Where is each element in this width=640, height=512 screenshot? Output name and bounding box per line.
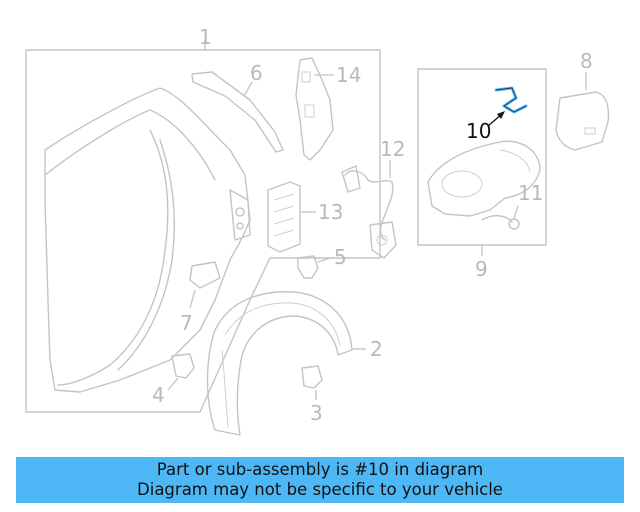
panel-hole [235,207,245,217]
callout-13: 13 [318,200,343,224]
quarter-panel-group [25,40,381,413]
quarter-panel-crease [44,109,216,181]
callout-8: 8 [580,49,593,73]
part-12-actuator [341,160,397,259]
part-4-clip [167,353,195,391]
callout-6: 6 [250,61,263,85]
fuel-door-group [417,68,547,256]
quarter-panel [44,87,251,393]
callout-1: 1 [199,25,212,49]
bracket-slot [304,104,315,118]
callout-3: 3 [310,401,323,425]
taillamp-opening [229,189,251,241]
part-8-fuel-door [555,72,610,151]
part-14-bracket [295,57,334,161]
part-info-banner: Part or sub-assembly is #10 in diagram D… [16,457,624,503]
parts-diagram: 1 2 3 4 5 6 7 8 9 10 11 12 13 14 [25,25,610,436]
part-3-screw [301,365,323,400]
callout-5: 5 [334,245,347,269]
callout-12: 12 [380,137,405,161]
callout-7: 7 [180,311,193,335]
callout-2: 2 [370,337,383,361]
callout-10: 10 [466,119,491,143]
banner-line-part: Part or sub-assembly is #10 in diagram [156,460,484,479]
group-box-9 [417,68,547,246]
callout-4: 4 [152,383,165,407]
bracket-slot [301,71,311,83]
panel-hole [236,222,244,230]
group-box-1 [25,49,381,413]
callout-14: 14 [336,63,361,87]
wheel-arch-edge [57,129,169,386]
wheel-arch-inner [117,139,176,371]
part-5-clip [297,255,331,279]
part-13-vent [267,181,301,253]
callout-9: 9 [475,257,488,281]
part-2-wheel-liner [206,291,366,436]
part-7-clip [189,261,221,289]
part-6-reinforcement [191,71,284,153]
banner-line-disclaimer: Diagram may not be specific to your vehi… [137,480,503,499]
callout-11: 11 [518,181,543,205]
